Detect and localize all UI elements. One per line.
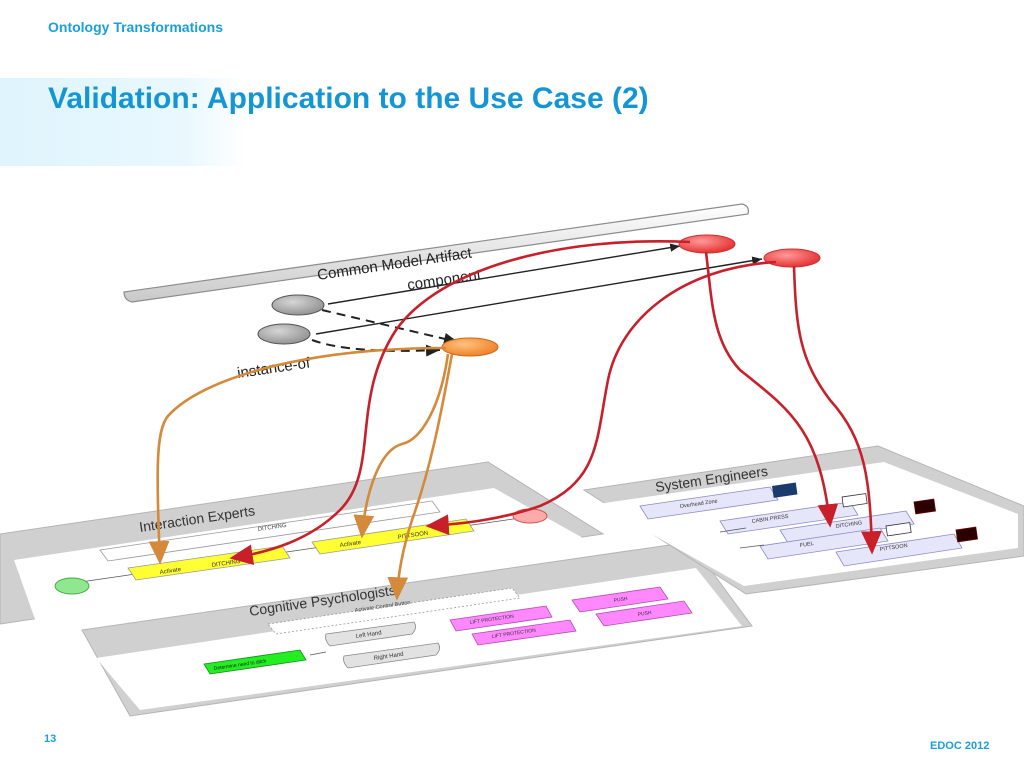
orange-mapping-arrows (148, 346, 454, 601)
box2-text2: PITTSOON (397, 531, 428, 541)
ditching-indicator (913, 498, 936, 515)
red-node-1 (678, 234, 736, 254)
determine-ditch-box (203, 649, 307, 675)
orange-arrow-to-ditching (148, 346, 447, 565)
orange-arrow-to-pittsoon (353, 353, 450, 539)
overhead-zone-label: Overhead Zone (679, 499, 718, 510)
common-model-panel: Common Model Artifact component instance… (123, 203, 821, 382)
box1-text1: Activate (159, 567, 182, 576)
red-arrow-to-se-pittsoon (792, 265, 882, 555)
slide-title: Validation: Application to the Use Case … (48, 82, 649, 115)
fuel-indicator (885, 522, 912, 537)
ditching-label: DITCHING (835, 520, 862, 530)
lift-protection-box-1 (449, 605, 553, 632)
orange-arrow-to-cognitive (387, 353, 454, 601)
pittsoon-label: PITTSOON (879, 543, 908, 553)
push-box-2 (595, 600, 693, 627)
push-label-2: PUSH (637, 610, 652, 618)
state-bar-label: DITCHING (257, 523, 287, 533)
pittsoon-row (835, 533, 963, 567)
grey-node-1 (271, 294, 325, 316)
lift-protection-box-2 (471, 619, 577, 646)
orange-node (441, 337, 499, 357)
push-box-1 (571, 586, 669, 613)
instance-of-label: instance-of (236, 354, 312, 382)
left-hand-label: Left Hand (355, 630, 382, 640)
push-label-1: PUSH (613, 596, 628, 604)
fuel-label: FUEL (799, 541, 814, 549)
left-hand-box (325, 621, 416, 647)
right-hand-box (343, 642, 440, 669)
grey-node-2 (257, 323, 311, 345)
footer-event: EDOC 2012 (930, 740, 990, 752)
red-mapping-arrows (229, 240, 882, 566)
cabin-press-indicator (841, 493, 868, 508)
box1-text2: DITCHING (211, 559, 241, 569)
cabin-press-label: CABIN PRESS (751, 514, 789, 525)
green-start-node (54, 577, 90, 595)
box2-text1: Activate (339, 540, 362, 549)
overhead-panel-icon (772, 482, 798, 498)
red-arrow-to-ie-ditching (229, 240, 691, 566)
pink-end-node (512, 508, 548, 524)
activate-control-box (267, 587, 521, 635)
title-band (0, 78, 1024, 166)
component-arrow-1 (327, 243, 681, 305)
overhead-zone-row (639, 486, 779, 520)
red-arrow-to-se-ditching (704, 251, 839, 528)
instance-of-arrow-2 (311, 339, 441, 357)
instance-of-arrow-1 (321, 309, 459, 345)
component-arrow-2 (315, 256, 763, 335)
ditching-row (779, 510, 915, 544)
red-node-2 (763, 248, 821, 268)
page-number: 13 (44, 733, 57, 745)
system-engineers-panel: System Engineers Overhead Zone CABIN PRE… (582, 445, 1024, 595)
pittsoon-indicator (955, 526, 978, 543)
fuel-row (759, 527, 889, 560)
red-arrow-to-ie-pittsoon (425, 260, 777, 536)
right-hand-label: Right Hand (373, 652, 404, 662)
section-header: Ontology Transformations (48, 19, 224, 35)
common-model-bar (123, 203, 749, 303)
